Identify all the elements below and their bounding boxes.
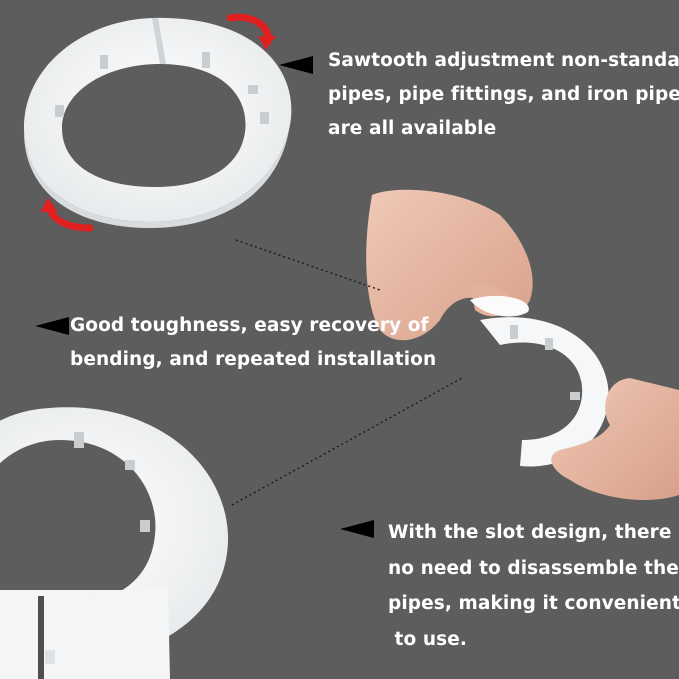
bottom-ring — [0, 407, 229, 679]
hands-bending-ring-photo — [366, 189, 679, 500]
caption-slot-design: With the slot design, there is no need t… — [388, 515, 679, 657]
pointer-arrow-icon — [279, 56, 313, 74]
pointer-arrow-icon — [35, 317, 69, 335]
caption-line: no need to disassemble the — [388, 557, 679, 579]
top-ring — [23, 17, 292, 228]
caption-sawtooth-adjustment: Sawtooth adjustment non-standard pipes, … — [328, 44, 679, 146]
caption-line: Sawtooth adjustment non-standard — [328, 50, 679, 71]
caption-line: pipes, pipe fittings, and iron pipes — [328, 84, 679, 105]
caption-toughness: Good toughness, easy recovery of bending… — [70, 309, 436, 377]
caption-line: bending, and repeated installation — [70, 349, 437, 370]
caption-line: to use. — [388, 628, 467, 650]
caption-line: Good toughness, easy recovery of — [70, 315, 429, 336]
pointer-arrow-icon — [340, 520, 374, 538]
dotted-connectors — [231, 239, 463, 506]
rotate-arrow-icon — [40, 13, 276, 232]
caption-line: With the slot design, there is — [388, 522, 679, 543]
caption-line: are all available — [328, 118, 497, 139]
caption-line: pipes, making it convenient — [388, 593, 679, 614]
